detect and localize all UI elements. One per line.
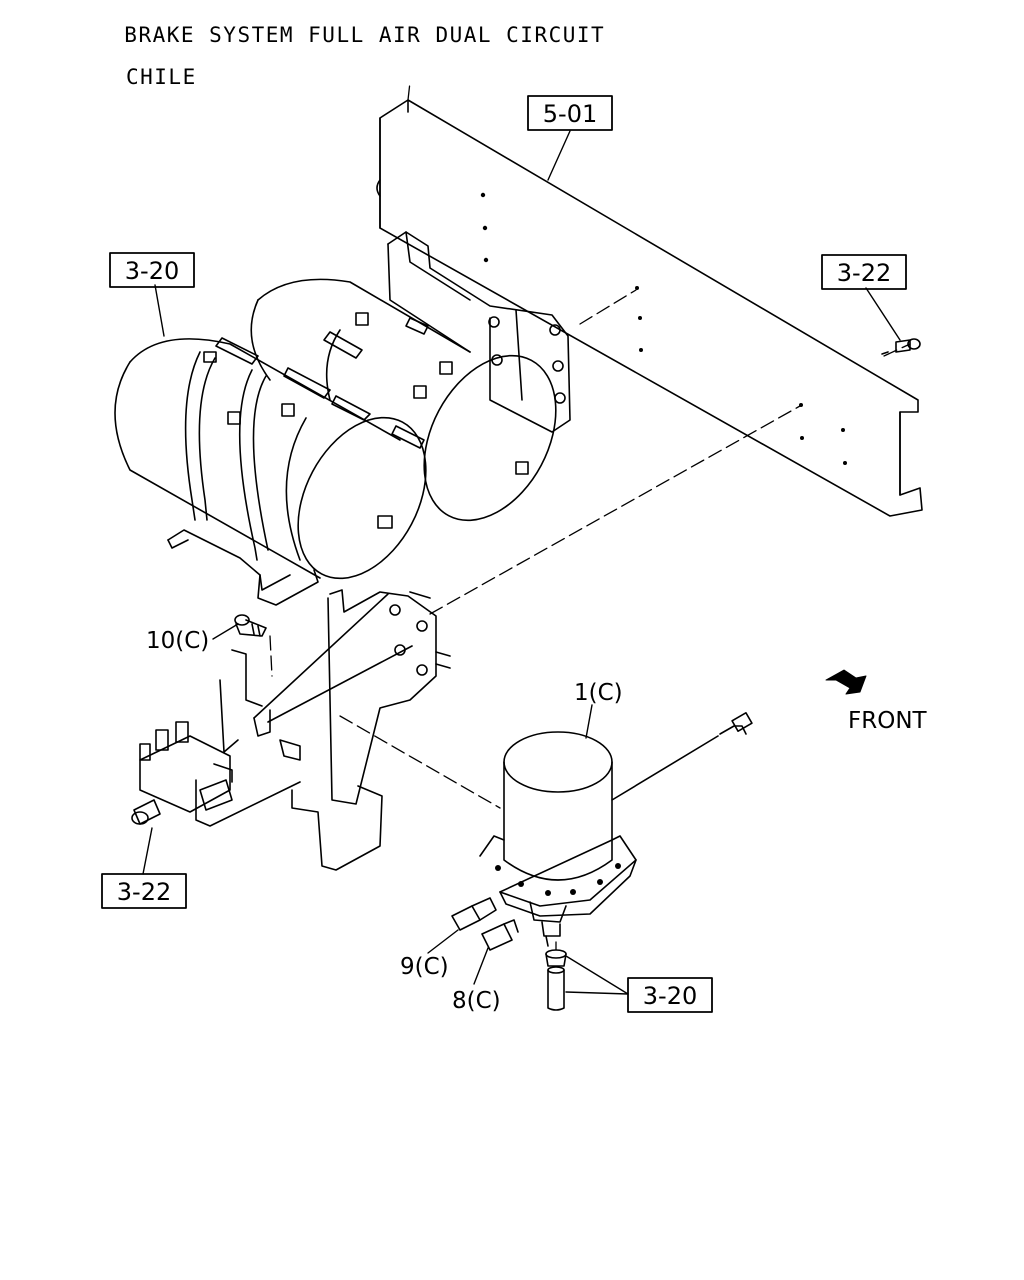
ref-box-3-22-valve[interactable]: 3-22 <box>101 873 187 909</box>
assembly-lines <box>269 81 911 951</box>
valve-bracket <box>195 589 451 871</box>
valve-assembly <box>131 721 233 825</box>
part-label-9: 9(C) <box>400 954 449 980</box>
arrow-front-icon <box>825 669 867 695</box>
connector-8 <box>481 919 519 951</box>
ref-box-5-01[interactable]: 5-01 <box>527 95 613 131</box>
part-label-1: 1(C) <box>574 680 623 706</box>
dryer-bolts <box>495 863 621 896</box>
leader-lines <box>142 130 901 995</box>
air-tanks <box>114 278 557 606</box>
ref-box-3-22-bolt[interactable]: 3-22 <box>821 254 907 290</box>
title-line-1: BRAKE SYSTEM FULL AIR DUAL CIRCUIT <box>124 23 606 47</box>
title-line-2: CHILE <box>126 65 197 89</box>
ref-box-3-20-tanks[interactable]: 3-20 <box>109 252 195 288</box>
tank-bracket <box>387 231 571 433</box>
ref-label-3-22-bolt: 3-22 <box>837 259 891 287</box>
fitting-3-20 <box>545 949 567 1011</box>
connector-9 <box>451 897 497 931</box>
part-label-10: 10(C) <box>146 628 209 654</box>
bolt-10 <box>234 614 267 637</box>
ref-label-3-22-valve: 3-22 <box>117 878 171 906</box>
front-label: FRONT <box>848 708 928 734</box>
ref-label-5-01: 5-01 <box>543 100 597 128</box>
part-label-8: 8(C) <box>452 988 501 1014</box>
frame-rail <box>376 99 923 517</box>
ref-box-3-20-fitting[interactable]: 3-20 <box>627 977 713 1013</box>
ref-label-3-20-tanks: 3-20 <box>125 257 179 285</box>
tank-fittings <box>203 312 529 529</box>
bolt-top-right <box>881 338 921 355</box>
air-dryer <box>479 712 753 947</box>
ref-label-3-20-fitting: 3-20 <box>643 982 697 1010</box>
diagram-title: BRAKE SYSTEM FULL AIR DUAL CIRCUIT CHILE <box>96 4 605 109</box>
